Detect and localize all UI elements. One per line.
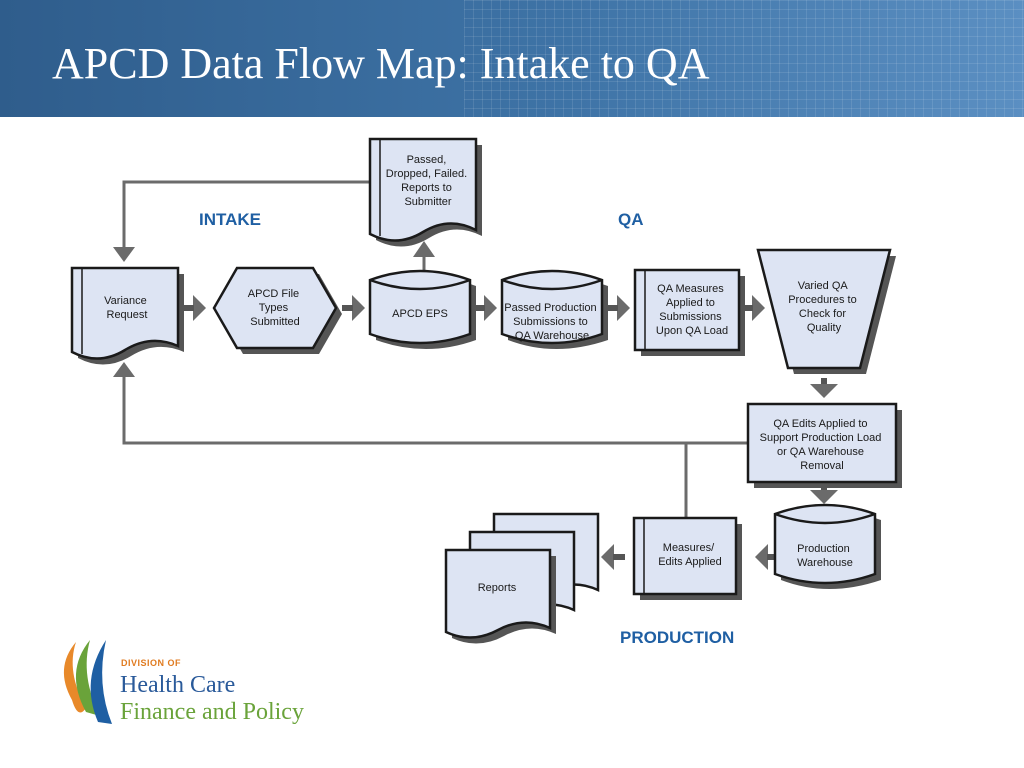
logo-leaf-orange xyxy=(63,642,86,713)
file-types-line-1: APCD File xyxy=(248,288,299,300)
passed-line-1: Passed Production xyxy=(504,302,596,314)
qa-measures-line-3: Submissions xyxy=(659,311,722,323)
variance-request-node: Variance Request xyxy=(70,266,184,365)
svg-text:APCD EPS: APCD EPS xyxy=(392,308,448,320)
arrowhead-variance-to-file xyxy=(193,295,206,321)
arrowhead-varied-to-edits xyxy=(810,384,838,398)
banner-grid-pattern xyxy=(464,0,1024,117)
variance-line-1: Variance xyxy=(104,295,147,307)
logo-health-care: Health Care xyxy=(120,672,235,698)
report-to-submitter-node: Passed, Dropped, Failed. Reports to Subm… xyxy=(368,137,482,247)
variance-line-2: Request xyxy=(107,309,148,321)
apcd-file-types-node: APCD File Types Submitted xyxy=(212,266,342,354)
arrowhead-variance-top xyxy=(113,247,135,262)
page-title: APCD Data Flow Map: Intake to QA xyxy=(52,39,710,88)
measures-line-1: Measures/ xyxy=(663,542,715,554)
connector-edits-to-variance xyxy=(122,376,748,445)
varied-line-4: Quality xyxy=(807,322,842,334)
svg-text:Variance Request: Variance Request xyxy=(104,295,150,321)
report-line-4: Submitter xyxy=(404,196,451,208)
arrowhead-measures-to-varied xyxy=(752,295,765,321)
logo-leaf-green xyxy=(75,640,100,716)
measures-line-2: Edits Applied xyxy=(658,556,722,568)
logo-division: DIVISION OF xyxy=(121,658,181,668)
qa-edits-line-3: or QA Warehouse xyxy=(777,446,864,458)
qa-edits-line-2: Support Production Load xyxy=(760,432,882,444)
apcd-eps-node: APCD EPS xyxy=(368,269,476,349)
report-line-1: Passed, xyxy=(407,154,447,166)
qa-measures-line-2: Applied to xyxy=(666,297,715,309)
arrowhead-passed-to-measures xyxy=(617,295,630,321)
report-line-2: Dropped, Failed. xyxy=(386,168,467,180)
warehouse-line-2: Warehouse xyxy=(797,557,853,569)
qa-edits-line-1: QA Edits Applied to xyxy=(773,418,867,430)
qa-measures-line-4: Upon QA Load xyxy=(656,325,728,337)
passed-production-node: Passed Production Submissions to QA Ware… xyxy=(500,269,608,349)
varied-line-3: Check for xyxy=(799,308,846,320)
arrowhead-warehouse-to-measures xyxy=(755,544,768,570)
svg-text:Reports: Reports xyxy=(478,582,517,594)
svg-text:Measures/ Edits Applied: Measures/ Edits Applied xyxy=(658,542,722,568)
svg-text:QA Edits Applied to Supp: QA Edits Applied to Support Production L… xyxy=(760,418,885,472)
report-line-3: Reports to xyxy=(401,182,452,194)
warehouse-line-1: Production xyxy=(797,543,850,555)
passed-line-2: Submissions to xyxy=(513,316,588,328)
reports-node: Reports xyxy=(444,512,600,644)
svg-text:Passed, Dropped, Failed.: Passed, Dropped, Failed. Reports to Subm… xyxy=(386,154,470,208)
varied-line-2: Procedures to xyxy=(788,294,856,306)
arrowhead-variance-bottom xyxy=(113,362,135,377)
reports-label: Reports xyxy=(478,582,517,594)
arrowhead-file-to-eps xyxy=(352,295,365,321)
connectors xyxy=(113,180,838,570)
file-types-line-3: Submitted xyxy=(250,316,300,328)
varied-line-1: Varied QA xyxy=(798,280,849,292)
svg-text:QA Measures Applied to: QA Measures Applied to Submissions Upon … xyxy=(656,283,728,337)
section-qa: QA xyxy=(618,210,644,229)
section-production: PRODUCTION xyxy=(620,628,734,647)
svg-text:Production Warehouse: Production Warehouse xyxy=(797,543,853,569)
logo-leaf-blue xyxy=(90,640,112,724)
qa-measures-line-1: QA Measures xyxy=(657,283,724,295)
eps-label: APCD EPS xyxy=(392,308,448,320)
arrowhead-edits-to-warehouse xyxy=(810,490,838,504)
svg-text:Passed Production Submis: Passed Production Submissions to QA Ware… xyxy=(504,302,599,342)
arrowhead-measures-to-reports xyxy=(601,544,614,570)
qa-edits-line-4: Removal xyxy=(800,460,843,472)
section-intake: INTAKE xyxy=(199,210,261,229)
svg-text:Varied QA Procedures to: Varied QA Procedures to Check for Qualit… xyxy=(788,280,860,334)
measures-edits-node: Measures/ Edits Applied xyxy=(632,516,742,600)
production-warehouse-node: Production Warehouse xyxy=(773,503,881,589)
file-types-line-2: Types xyxy=(259,302,289,314)
arrowhead-report xyxy=(413,241,435,257)
passed-line-3: QA Warehouse xyxy=(515,330,589,342)
logo-finance-policy: Finance and Policy xyxy=(120,699,304,725)
qa-edits-node: QA Edits Applied to Support Production L… xyxy=(746,402,902,488)
qa-measures-node: QA Measures Applied to Submissions Upon … xyxy=(633,268,745,356)
svg-text:APCD File Types Su: APCD File Types Submitted xyxy=(248,288,302,328)
arrowhead-eps-to-passed xyxy=(484,295,497,321)
varied-qa-node: Varied QA Procedures to Check for Qualit… xyxy=(756,248,896,374)
title-banner: APCD Data Flow Map: Intake to QA xyxy=(0,0,1024,117)
dhcfp-logo: DIVISION OF Health Care Finance and Poli… xyxy=(63,640,304,725)
connector-report-to-variance xyxy=(122,180,370,248)
